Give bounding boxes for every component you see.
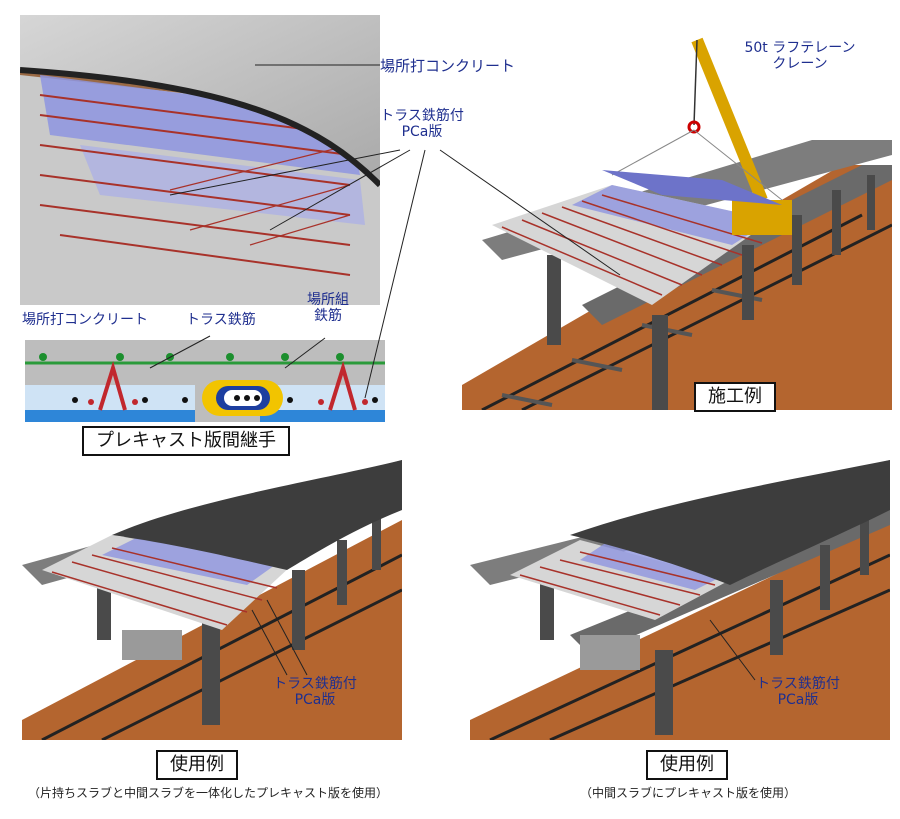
caption-right: （中間スラブにプレキャスト版を使用） (580, 786, 797, 800)
label-in-situ-concrete-detail: 場所打コンクリート (22, 312, 148, 328)
label-site-rebar-line1: 場所組 (307, 292, 349, 308)
joint-title-box: プレキャスト版間継手 (82, 426, 290, 456)
closeup-render (20, 15, 380, 305)
label-truss-pca-right-line2: PCa版 (777, 692, 819, 708)
label-site-rebar-line2: 鉄筋 (314, 308, 342, 324)
label-truss-pca-right: トラス鉄筋付 PCa版 (748, 676, 848, 708)
label-truss-pca-right-line1: トラス鉄筋付 (756, 676, 840, 692)
label-truss-pca-left-line1: トラス鉄筋付 (273, 676, 357, 692)
usage-example-left-box: 使用例 (156, 750, 238, 780)
label-truss-pca-top-line2: PCa版 (401, 124, 443, 140)
usage-render-right (470, 460, 890, 740)
label-crane-line1: 50t ラフテレーン (744, 40, 856, 56)
label-truss-pca-left: トラス鉄筋付 PCa版 (265, 676, 365, 708)
caption-left: （片持ちスラブと中間スラブを一体化したプレキャスト版を使用） (28, 786, 389, 800)
usage-example-right-box: 使用例 (646, 750, 728, 780)
label-truss-pca-left-line2: PCa版 (294, 692, 336, 708)
label-truss-pca-top-line1: トラス鉄筋付 (380, 108, 464, 124)
label-truss-pca-top: トラス鉄筋付 PCa版 (372, 108, 472, 140)
construction-example-box: 施工例 (694, 382, 776, 412)
construction-render (462, 37, 892, 410)
label-site-rebar: 場所組 鉄筋 (298, 292, 358, 324)
label-crane-line2: クレーン (772, 56, 828, 72)
joint-detail-diagram (25, 340, 385, 422)
label-crane: 50t ラフテレーン クレーン (735, 40, 865, 72)
label-in-situ-concrete-top: 場所打コンクリート (380, 57, 516, 75)
label-truss-rebar: トラス鉄筋 (186, 312, 256, 328)
usage-render-left (22, 460, 402, 740)
